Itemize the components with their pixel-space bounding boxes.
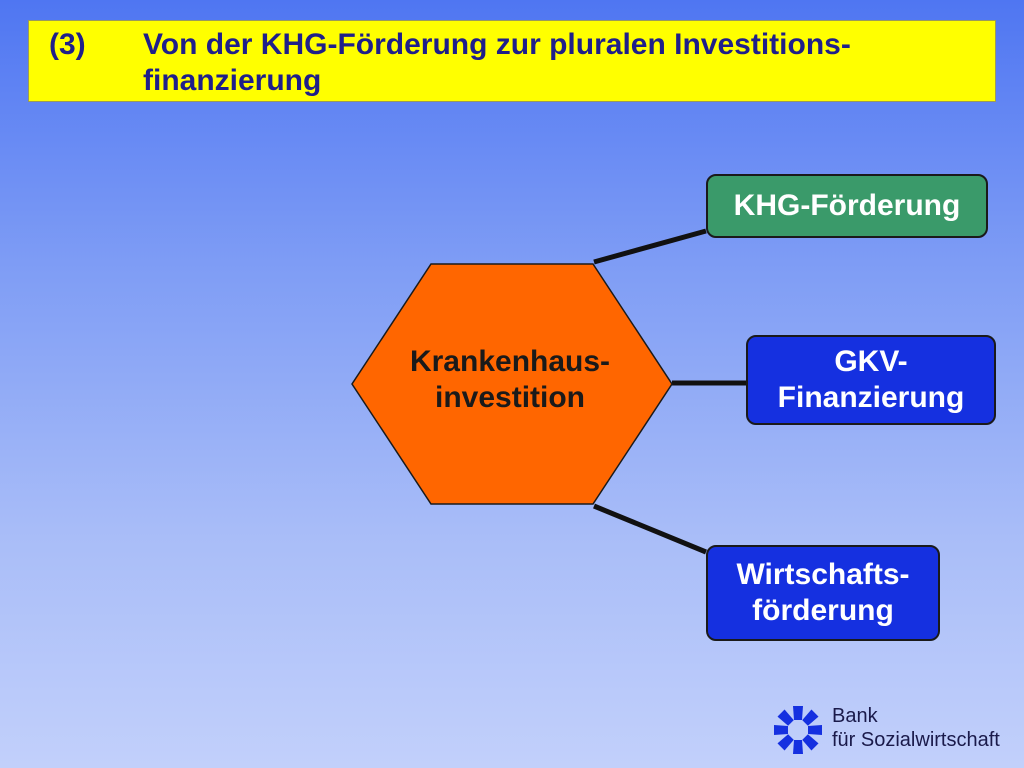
branch-khg-foerderung: KHG-Förderung xyxy=(706,174,988,238)
branch-wirtschaftsfoerderung: Wirtschafts-förderung xyxy=(706,545,940,641)
bank-name: Bank für Sozialwirtschaft xyxy=(832,704,1000,752)
connector-wirtschaft xyxy=(593,503,707,555)
connector-khg xyxy=(593,228,707,265)
page-title: Von der KHG-Förderung zur pluralen Inves… xyxy=(143,28,851,97)
bank-name-line2: für Sozialwirtschaft xyxy=(832,729,1000,751)
branch-gkv-finanzierung: GKV-Finanzierung xyxy=(746,335,996,425)
center-hexagon xyxy=(351,263,673,505)
bank-name-line1: Bank xyxy=(832,705,878,727)
section-number: (3) xyxy=(49,28,86,61)
title-banner: (3) Von der KHG-Förderung zur pluralen I… xyxy=(28,20,996,102)
bank-logo-icon xyxy=(774,706,822,754)
center-label: Krankenhaus-investition xyxy=(409,345,611,414)
